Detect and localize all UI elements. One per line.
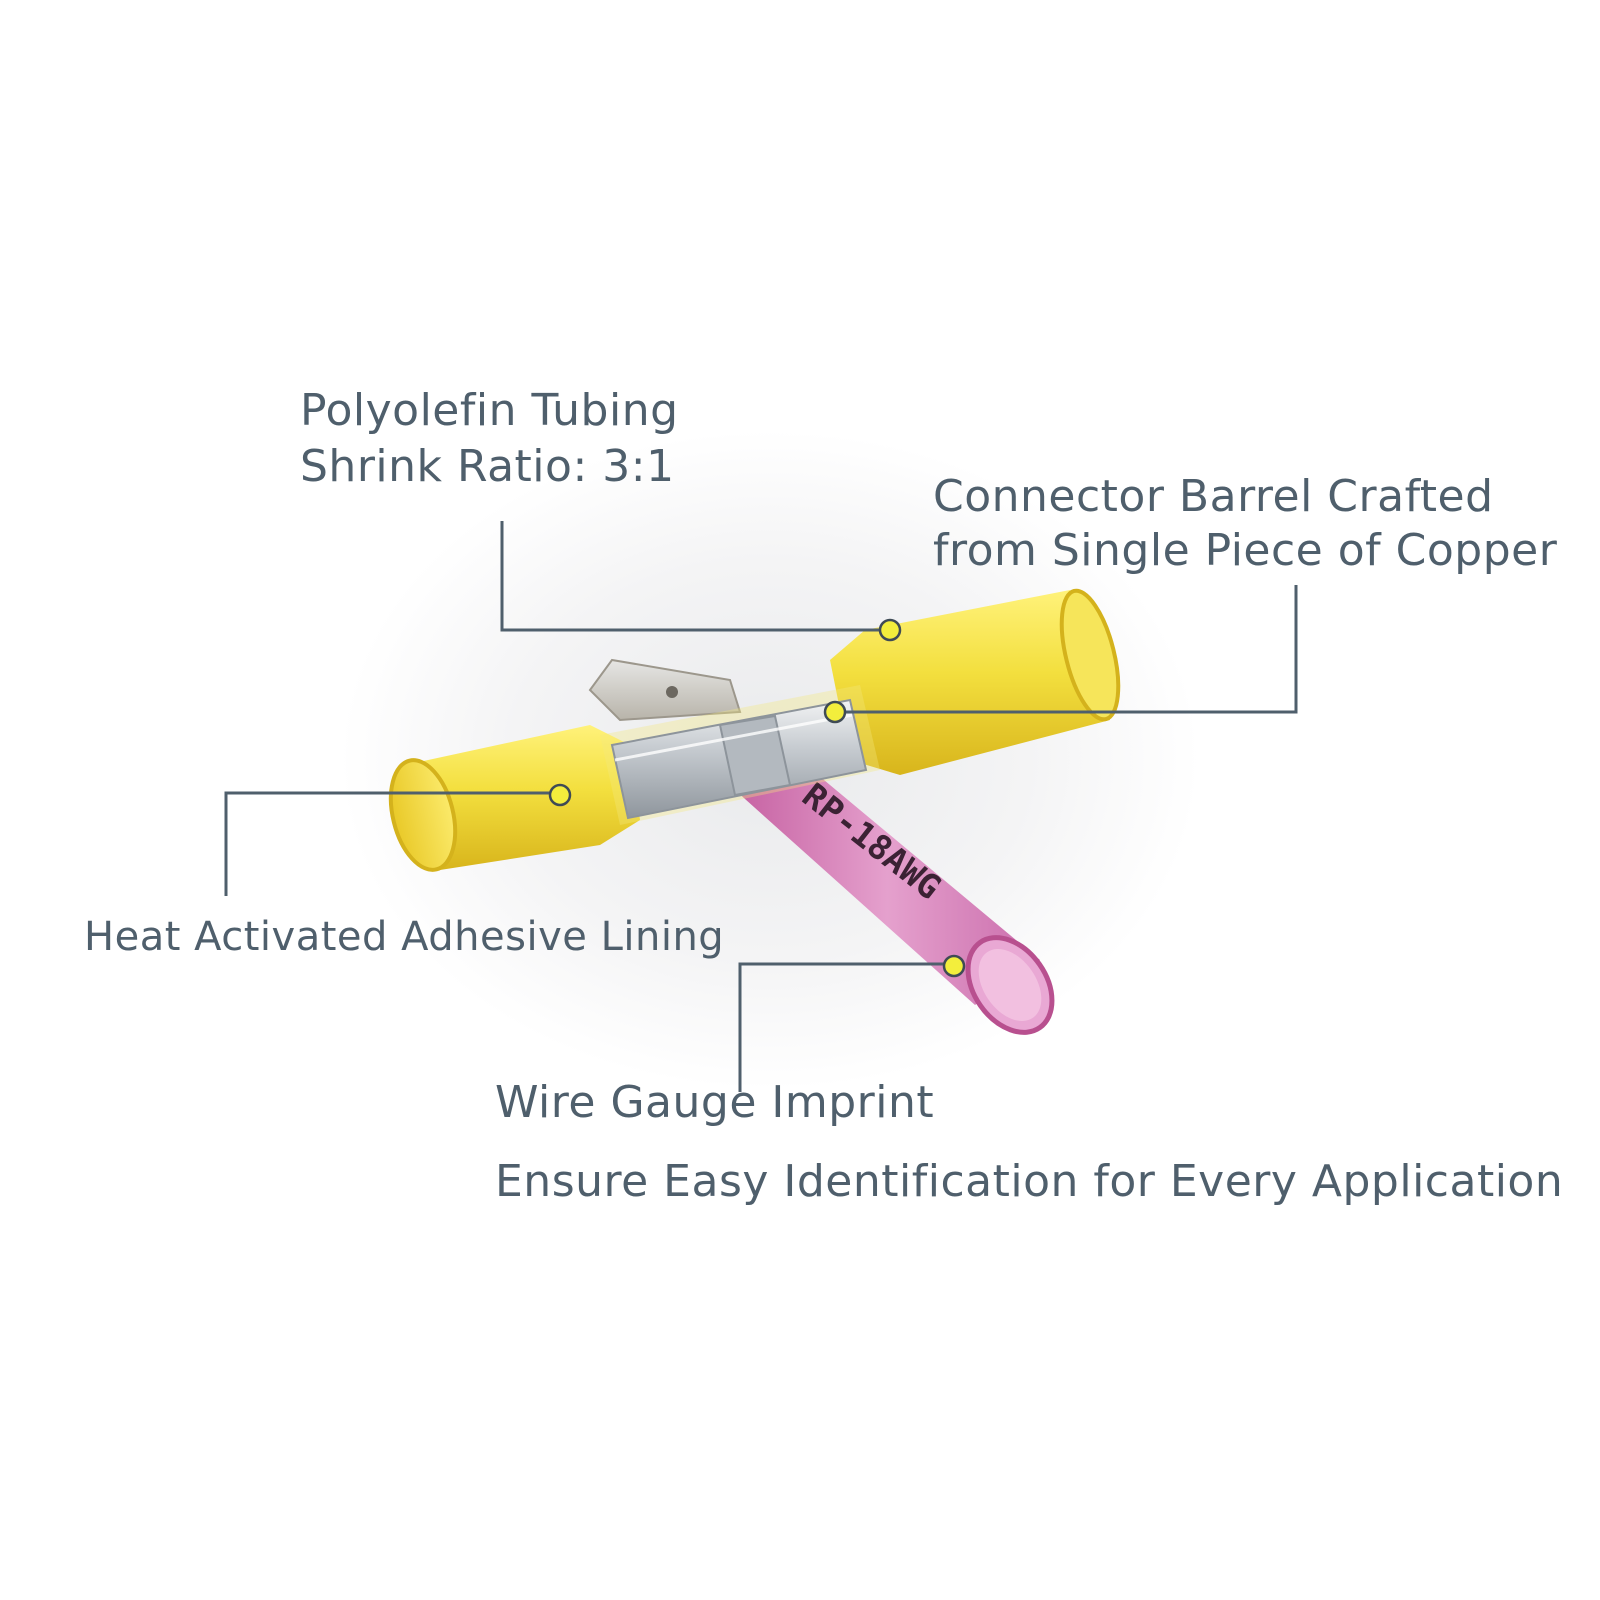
copper-connector-barrel xyxy=(610,698,868,820)
callout-connector-barrel: Connector Barrel Crafted from Single Pie… xyxy=(933,470,1557,578)
callout-line-connector xyxy=(833,585,1298,714)
callout-polyolefin-tubing: Polyolefin Tubing Shrink Ratio: 3:1 xyxy=(300,383,679,495)
tagline-text: Ensure Easy Identification for Every App… xyxy=(495,1156,1564,1207)
callout-gauge-line1: Wire Gauge Imprint xyxy=(495,1077,935,1128)
marker-dot-connector xyxy=(823,700,847,724)
callout-wire-gauge: Wire Gauge Imprint xyxy=(495,1076,934,1130)
callout-line-adhesive xyxy=(224,791,560,896)
callout-adhesive-line1: Heat Activated Adhesive Lining xyxy=(84,914,725,960)
callout-connector-line2: from Single Piece of Copper xyxy=(933,525,1558,576)
callout-line-polyolefin xyxy=(500,521,886,632)
marker-dot-gauge xyxy=(942,954,966,978)
marker-dot-polyolefin xyxy=(878,618,902,642)
callout-lines xyxy=(224,521,1298,1092)
callout-polyolefin-line2: Shrink Ratio: 3:1 xyxy=(300,441,675,492)
callout-connector-line1: Connector Barrel Crafted xyxy=(933,471,1494,522)
male-spade-tab xyxy=(588,658,742,722)
callout-adhesive-lining: Heat Activated Adhesive Lining xyxy=(84,910,724,964)
callout-markers xyxy=(548,618,966,978)
tagline: Ensure Easy Identification for Every App… xyxy=(495,1155,1563,1209)
callout-polyolefin-line1: Polyolefin Tubing xyxy=(300,385,679,436)
marker-dot-adhesive xyxy=(548,783,572,807)
callout-line-gauge xyxy=(738,962,954,1092)
